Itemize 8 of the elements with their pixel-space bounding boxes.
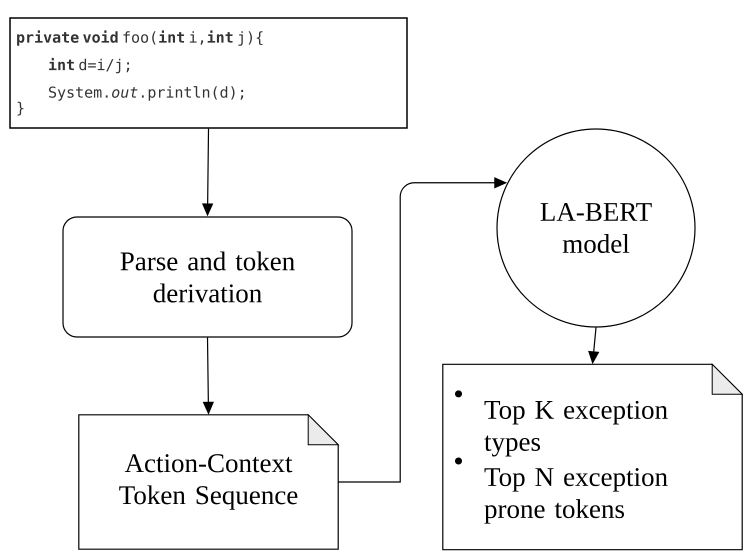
code-line: System.out.println(d); [49,86,244,101]
process-box: Parse and token derivation [62,216,353,338]
code-line: int d=i/j; [49,58,130,74]
bullet-text: Top K exception types [484,400,668,457]
code-line: } [18,102,24,116]
bullet-text: Top N exception prone tokens [484,468,668,524]
code-box [9,17,408,129]
code-line: private void foo(int i,int j){ [17,30,262,46]
